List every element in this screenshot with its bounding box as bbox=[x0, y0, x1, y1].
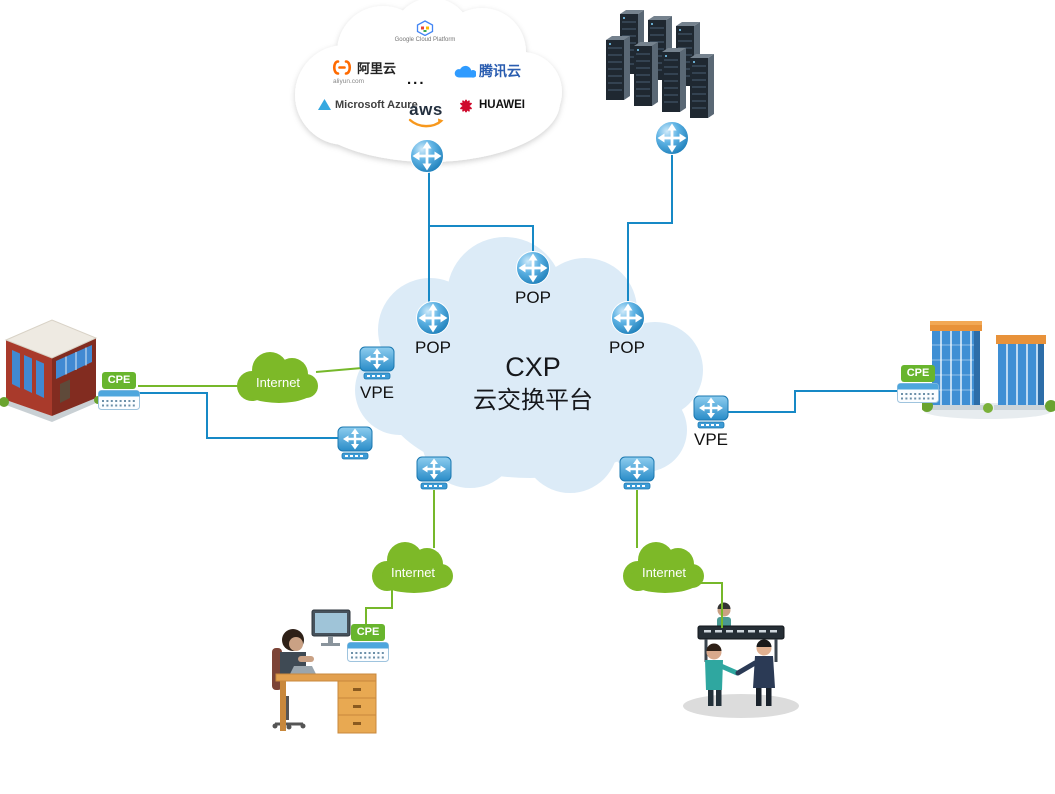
huawei-label: HUAWEI bbox=[479, 99, 525, 111]
vpe-right-label: VPE bbox=[693, 430, 729, 449]
green-links bbox=[138, 367, 723, 630]
internet-cloud-left-shape bbox=[237, 352, 318, 403]
router-provider-cloud-icon bbox=[410, 139, 444, 173]
alibaba-cloud-label: 阿里云 bbox=[357, 61, 397, 76]
cpe-bottom: CPE bbox=[347, 624, 389, 667]
cpe-bottom-device-icon bbox=[347, 642, 389, 663]
internet-cloud-bottom-right: Internet bbox=[618, 536, 710, 596]
link-vpe-right-to-cpe-right bbox=[727, 390, 900, 413]
azure-icon bbox=[318, 99, 331, 110]
link-cloud-to-pop-top bbox=[429, 225, 534, 260]
logo-google-cloud: Google Cloud Platform bbox=[391, 20, 459, 43]
alibaba-cloud-icon bbox=[332, 60, 352, 75]
cpe-right-device-icon bbox=[897, 383, 939, 404]
link-datacenter-to-pop-right bbox=[627, 150, 673, 306]
switch-bottom-left-icon bbox=[416, 456, 452, 490]
logo-alibaba-cloud: 阿里云 aliyun.com bbox=[330, 58, 396, 85]
cpe-left-badge: CPE bbox=[102, 372, 136, 390]
internet-cloud-bottom-left: Internet bbox=[367, 536, 459, 596]
logo-tencent-cloud: 腾讯云 bbox=[452, 61, 521, 81]
provider-cloud-shape bbox=[295, 0, 562, 162]
cpe-right: CPE bbox=[897, 365, 939, 408]
blue-links bbox=[138, 150, 900, 439]
cpe-left: CPE bbox=[98, 372, 140, 415]
cpe-bottom-badge: CPE bbox=[351, 624, 385, 642]
huawei-icon bbox=[460, 99, 472, 113]
google-cloud-icon bbox=[416, 20, 434, 36]
link-internet-bl-to-cpe-bottom bbox=[365, 590, 393, 630]
providers-ellipsis: ... bbox=[407, 71, 426, 88]
link-internet-to-vpe-left bbox=[315, 367, 363, 373]
cxp-title-line2: 云交换平台 bbox=[473, 387, 593, 415]
router-pop-top-icon bbox=[516, 251, 550, 285]
switch-vpe-right-icon bbox=[693, 395, 729, 429]
person-at-desk bbox=[272, 609, 377, 734]
pop-right-label: POP bbox=[609, 338, 645, 357]
business-people bbox=[683, 602, 799, 718]
switch-left-lower-icon bbox=[337, 426, 373, 460]
azure-label: Microsoft Azure bbox=[335, 98, 418, 111]
router-datacenter-icon bbox=[655, 121, 689, 155]
logo-microsoft-azure: Microsoft Azure bbox=[317, 98, 418, 111]
aws-label: aws bbox=[409, 100, 443, 119]
cxp-title-line1: CXP bbox=[505, 352, 561, 382]
logo-aws: aws bbox=[404, 101, 448, 129]
internet-cloud-br-shape bbox=[623, 542, 704, 593]
pop-top-label: POP bbox=[515, 288, 551, 307]
google-cloud-label: Google Cloud Platform bbox=[394, 37, 456, 43]
router-pop-right-icon bbox=[611, 301, 645, 335]
link-cpe-left-to-switch bbox=[138, 392, 342, 439]
cxp-title: CXP 云交换平台 bbox=[453, 350, 613, 416]
link-internet-br-to-office bbox=[700, 582, 723, 628]
cpe-left-device-icon bbox=[98, 390, 140, 411]
tencent-cloud-icon bbox=[454, 65, 476, 78]
cpe-right-badge: CPE bbox=[901, 365, 935, 383]
router-pop-left-icon bbox=[416, 301, 450, 335]
internet-bottom-right-label: Internet bbox=[641, 565, 687, 580]
internet-cloud-left: Internet bbox=[232, 346, 324, 406]
switch-vpe-left-icon bbox=[359, 346, 395, 380]
vpe-left-label: VPE bbox=[359, 383, 395, 402]
alibaba-cloud-sublabel: aliyun.com bbox=[333, 78, 365, 85]
aws-smile-icon bbox=[408, 118, 444, 128]
internet-bottom-left-label: Internet bbox=[390, 565, 436, 580]
office-building-left bbox=[0, 319, 100, 422]
internet-left-label: Internet bbox=[255, 375, 301, 390]
tencent-cloud-label: 腾讯云 bbox=[479, 63, 521, 79]
internet-cloud-bl-shape bbox=[372, 542, 453, 593]
pop-left-label: POP bbox=[415, 338, 451, 357]
switch-bottom-right-icon bbox=[619, 456, 655, 490]
logo-huawei: HUAWEI bbox=[457, 97, 525, 113]
office-buildings-right bbox=[922, 321, 1055, 419]
